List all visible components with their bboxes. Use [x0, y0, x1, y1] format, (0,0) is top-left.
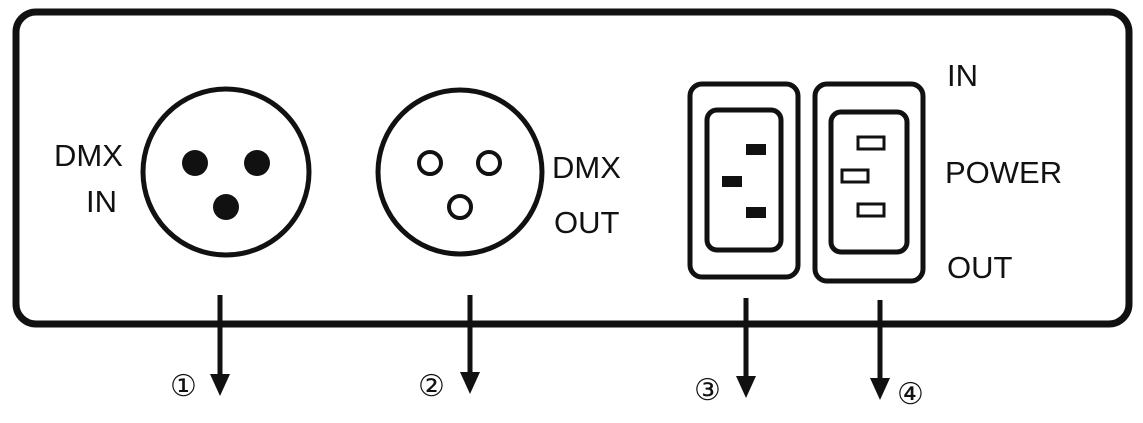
callout-number-3: ③	[694, 373, 721, 408]
callout-number-2: ②	[418, 369, 445, 404]
callout-arrow-2	[460, 295, 480, 394]
power-in-socket	[687, 81, 801, 280]
socket-pin-filled	[746, 207, 766, 218]
pin-filled	[213, 194, 239, 220]
callout-number-4: ④	[897, 377, 924, 412]
pin-filled	[244, 150, 270, 176]
callout-number-1: ①	[170, 369, 197, 404]
socket-pin-filled	[722, 176, 742, 187]
pin-hollow	[447, 194, 473, 220]
dmx-in-label-line2: IN	[86, 184, 117, 219]
power-out-label: OUT	[947, 250, 1013, 285]
power-in-label: IN	[947, 58, 978, 93]
pin-hollow	[476, 150, 502, 176]
socket-pin-filled	[746, 144, 766, 155]
power-out-socket	[812, 81, 926, 284]
pin-filled	[182, 150, 208, 176]
socket-pin-hollow	[856, 135, 886, 151]
socket-pin-hollow	[840, 168, 870, 184]
dmx-out-connector	[375, 87, 545, 257]
dmx-in-connector	[140, 86, 312, 258]
pin-hollow	[417, 150, 443, 176]
callout-arrow-4	[870, 300, 890, 400]
callout-arrow-1	[210, 295, 230, 396]
dmx-out-label-line1: DMX	[552, 150, 621, 185]
socket-pin-hollow	[856, 202, 886, 218]
power-label: POWER	[945, 155, 1062, 190]
dmx-in-label-line1: DMX	[54, 138, 123, 173]
callout-arrow-3	[736, 298, 756, 398]
panel-outline	[12, 8, 1133, 328]
dmx-out-label-line2: OUT	[554, 205, 620, 240]
